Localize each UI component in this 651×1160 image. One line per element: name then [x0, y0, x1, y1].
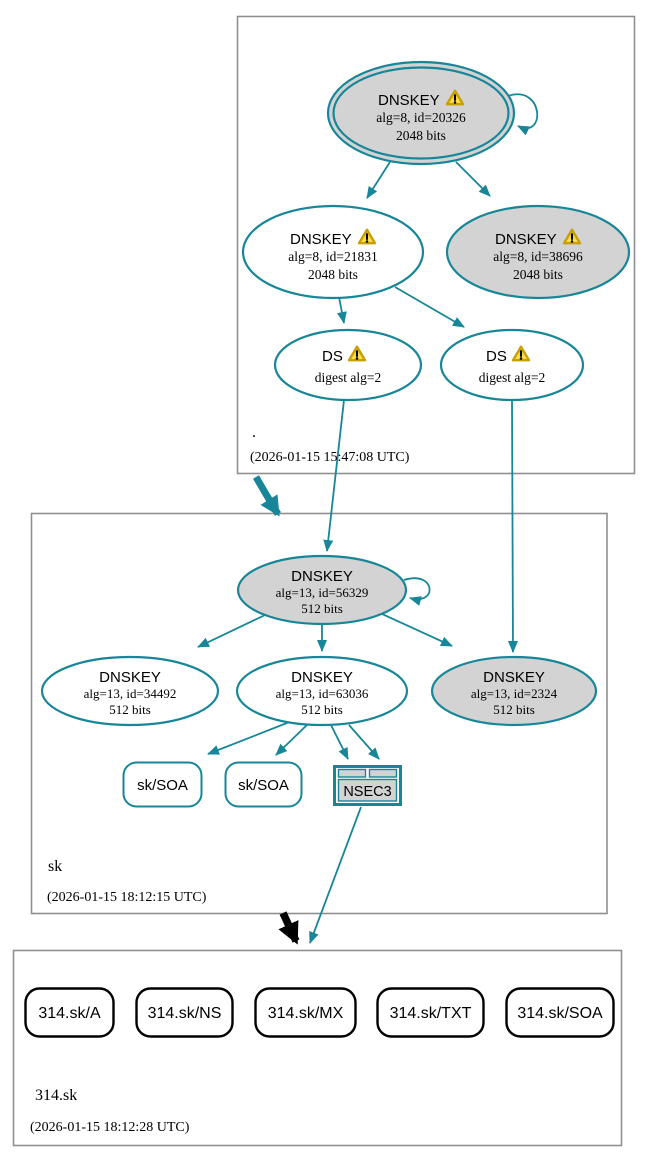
dnskey-20326-inner-ellipse: [332, 66, 510, 160]
rrset-node-314sk-txt[interactable]: 314.sk/TXT: [376, 987, 485, 1038]
node-alg: alg=13, id=2324: [471, 686, 558, 701]
node-title: DNSKEY: [291, 568, 353, 585]
dnskey-node-38696[interactable]: DNSKEY alg=8, id=38696 2048 bits: [445, 204, 631, 300]
node-alg: alg=8, id=21831: [288, 249, 377, 264]
node-bits: 512 bits: [301, 702, 343, 717]
edge-ksk20326-self-loop: [507, 93, 538, 136]
dnskey-21831-ellipse[interactable]: [241, 204, 425, 300]
rrset-node-314sk-mx[interactable]: 314.sk/MX: [254, 987, 357, 1038]
node-alg: alg=13, id=34492: [84, 686, 177, 701]
edge-ksk20326-to-key21831: [366, 161, 391, 199]
edge-key63036-to-nsec3-a: [330, 724, 349, 760]
node-alg: alg=8, id=38696: [493, 249, 583, 264]
rrset-314sk-txt-rect[interactable]: [376, 987, 485, 1038]
zone-name-314sk: 314.sk: [35, 1087, 77, 1104]
dnskey-node-63036[interactable]: DNSKEY alg=13, id=63036 512 bits: [235, 655, 409, 727]
rrset-314sk-ns-rect[interactable]: [135, 987, 234, 1038]
nsec3-header-cell-1: [337, 768, 367, 778]
ds-node-2[interactable]: DS digest alg=2: [439, 328, 585, 402]
ds-node-1[interactable]: DS digest alg=2: [273, 328, 423, 402]
zone-name-root: .: [252, 424, 256, 441]
node-title: DS: [322, 348, 343, 365]
zone-delegation-arrow-root-to-sk: [252, 475, 281, 517]
node-title: DNSKEY: [99, 669, 161, 686]
node-title: DNSKEY: [290, 231, 352, 248]
edge-ds1-to-key56329: [323, 399, 345, 552]
dnskey-node-56329[interactable]: DNSKEY alg=13, id=56329 512 bits: [236, 554, 408, 626]
ds-2-ellipse[interactable]: [439, 328, 585, 402]
edge-key21831-to-ds1: [337, 296, 347, 324]
rrset-label: sk/SOA: [137, 777, 188, 794]
dnskey-node-2324[interactable]: DNSKEY alg=13, id=2324 512 bits: [430, 655, 598, 727]
rrset-node-314sk-a[interactable]: 314.sk/A: [24, 987, 115, 1038]
rrset-sk-soa-2-rect[interactable]: [224, 761, 303, 808]
dnskey-34492-ellipse[interactable]: [40, 655, 220, 727]
rrset-label: 314.sk/A: [38, 1005, 101, 1022]
warning-icon: [445, 89, 465, 106]
node-bits: 2048 bits: [513, 267, 563, 282]
warning-icon: [347, 345, 367, 362]
dnskey-20326-outer-ellipse[interactable]: [326, 60, 516, 166]
node-bits: 512 bits: [301, 601, 343, 616]
node-title: DS: [486, 348, 507, 365]
node-bits: 512 bits: [493, 702, 535, 717]
node-title: DNSKEY: [378, 92, 440, 109]
ds-1-ellipse[interactable]: [273, 328, 423, 402]
warning-icon: [562, 228, 582, 245]
edge-key56329-to-key34492: [197, 614, 266, 648]
dnskey-node-34492[interactable]: DNSKEY alg=13, id=34492 512 bits: [40, 655, 220, 727]
dnskey-63036-ellipse[interactable]: [235, 655, 409, 727]
dnskey-2324-ellipse[interactable]: [430, 655, 598, 727]
nsec3-body-cell: [337, 778, 398, 802]
dnskey-node-21831[interactable]: DNSKEY alg=8, id=21831 2048 bits: [241, 204, 425, 300]
rrset-label: 314.sk/MX: [268, 1005, 344, 1022]
rrset-node-314sk-soa[interactable]: 314.sk/SOA: [505, 987, 615, 1038]
node-bits: 2048 bits: [396, 128, 446, 143]
edge-ksk20326-to-key38696: [455, 161, 491, 197]
rrset-314sk-mx-rect[interactable]: [254, 987, 357, 1038]
rrset-node-314sk-ns[interactable]: 314.sk/NS: [135, 987, 234, 1038]
zone-timestamp-root: (2026-01-15 15:47:08 UTC): [250, 450, 410, 465]
zone-timestamp-314sk: (2026-01-15 18:12:28 UTC): [30, 1120, 190, 1135]
node-alg: alg=8, id=20326: [376, 110, 466, 125]
warning-icon: [357, 228, 377, 245]
edge-key21831-to-ds2: [394, 286, 465, 328]
node-digest: digest alg=2: [479, 370, 545, 385]
edge-key63036-to-nsec3-b: [348, 724, 380, 760]
rrset-label: 314.sk/SOA: [517, 1005, 603, 1022]
rrset-314sk-a-rect[interactable]: [24, 987, 115, 1038]
zone-name-sk: sk: [48, 858, 62, 875]
node-title: DNSKEY: [291, 669, 353, 686]
node-digest: digest alg=2: [315, 370, 381, 385]
node-bits: 512 bits: [109, 702, 151, 717]
node-bits: 2048 bits: [308, 267, 358, 282]
rrset-node-sk-soa-1[interactable]: sk/SOA: [122, 761, 203, 808]
zone-timestamp-sk: (2026-01-15 18:12:15 UTC): [47, 890, 207, 905]
edge-key56329-self-loop: [403, 577, 431, 606]
dnskey-56329-ellipse[interactable]: [236, 554, 408, 626]
node-alg: alg=13, id=63036: [276, 686, 369, 701]
zone-delegation-arrow-sk-to-314sk: [278, 911, 300, 945]
edge-key63036-to-soa1: [207, 720, 293, 755]
node-alg: alg=13, id=56329: [276, 585, 369, 600]
rrset-sk-soa-1-rect[interactable]: [122, 761, 203, 808]
zone-box-314sk: [12, 949, 623, 1147]
node-title: DNSKEY: [495, 231, 557, 248]
rrset-node-sk-soa-2[interactable]: sk/SOA: [224, 761, 303, 808]
rrset-label: 314.sk/NS: [148, 1005, 222, 1022]
edge-nsec3-to-zone-314sk: [309, 806, 362, 944]
dnskey-node-20326[interactable]: DNSKEY alg=8, id=20326 2048 bits: [326, 60, 516, 166]
rrset-314sk-soa-rect[interactable]: [505, 987, 615, 1038]
nsec3-label: NSEC3: [343, 784, 391, 800]
edge-key56329-to-key2324: [379, 612, 453, 647]
edge-key63036-to-soa2: [275, 722, 310, 756]
edge-ds2-to-key2324: [507, 399, 518, 653]
rrset-label: 314.sk/TXT: [390, 1005, 472, 1022]
nsec3-header-cell-2: [368, 768, 398, 778]
node-title: DNSKEY: [483, 669, 545, 686]
warning-icon: [511, 345, 531, 362]
dnskey-38696-ellipse[interactable]: [445, 204, 631, 300]
nsec3-node[interactable]: NSEC3: [333, 765, 402, 806]
rrset-label: sk/SOA: [238, 777, 289, 794]
